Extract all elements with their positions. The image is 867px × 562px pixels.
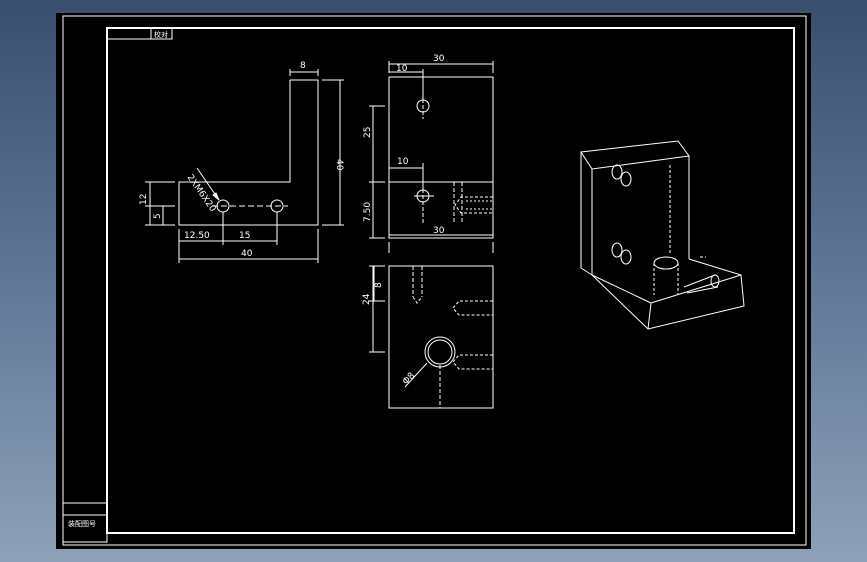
- front-dim-hole-height: 12: [139, 194, 149, 205]
- technical-drawing: 校对 装配图号 2XM6X20 8 40 12 5 12.50 15 40 30…: [62, 15, 807, 546]
- side-dim-top-width: 30: [433, 54, 445, 64]
- top-dim-hole-diameter: Φ8: [401, 371, 417, 387]
- assembly-number-label: 装配图号: [68, 519, 96, 528]
- side-dim-hole-x-bottom: 10: [397, 157, 409, 167]
- side-dim-vertical-top: 25: [363, 127, 373, 138]
- title-tab-label: 校对: [154, 30, 168, 39]
- front-dim-left-offset: 12.50: [184, 231, 210, 241]
- front-dim-hole-spacing: 15: [239, 231, 250, 241]
- top-dim-vertical: 24: [362, 293, 372, 305]
- top-dim-depth: 8: [374, 282, 384, 288]
- cad-drawing-area[interactable]: 校对 装配图号 2XM6X20 8 40 12 5 12.50 15 40 30…: [56, 13, 811, 549]
- drawing-frame: [62, 15, 807, 546]
- side-dim-vertical-bottom: 7.50: [363, 202, 373, 222]
- front-dim-hole-offset: 5: [153, 213, 163, 219]
- hole-note-label: 2XM6X20: [185, 173, 218, 214]
- isometric-view: [580, 140, 745, 330]
- front-dim-total-width: 40: [241, 249, 253, 259]
- front-view: [145, 69, 344, 263]
- front-dim-top-width: 8: [300, 61, 306, 71]
- front-dim-height: 40: [334, 159, 344, 171]
- side-dim-hole-x-top: 10: [396, 64, 408, 74]
- top-view: [369, 265, 494, 409]
- side-dim-bottom-width: 30: [433, 226, 445, 236]
- side-view: [369, 61, 494, 253]
